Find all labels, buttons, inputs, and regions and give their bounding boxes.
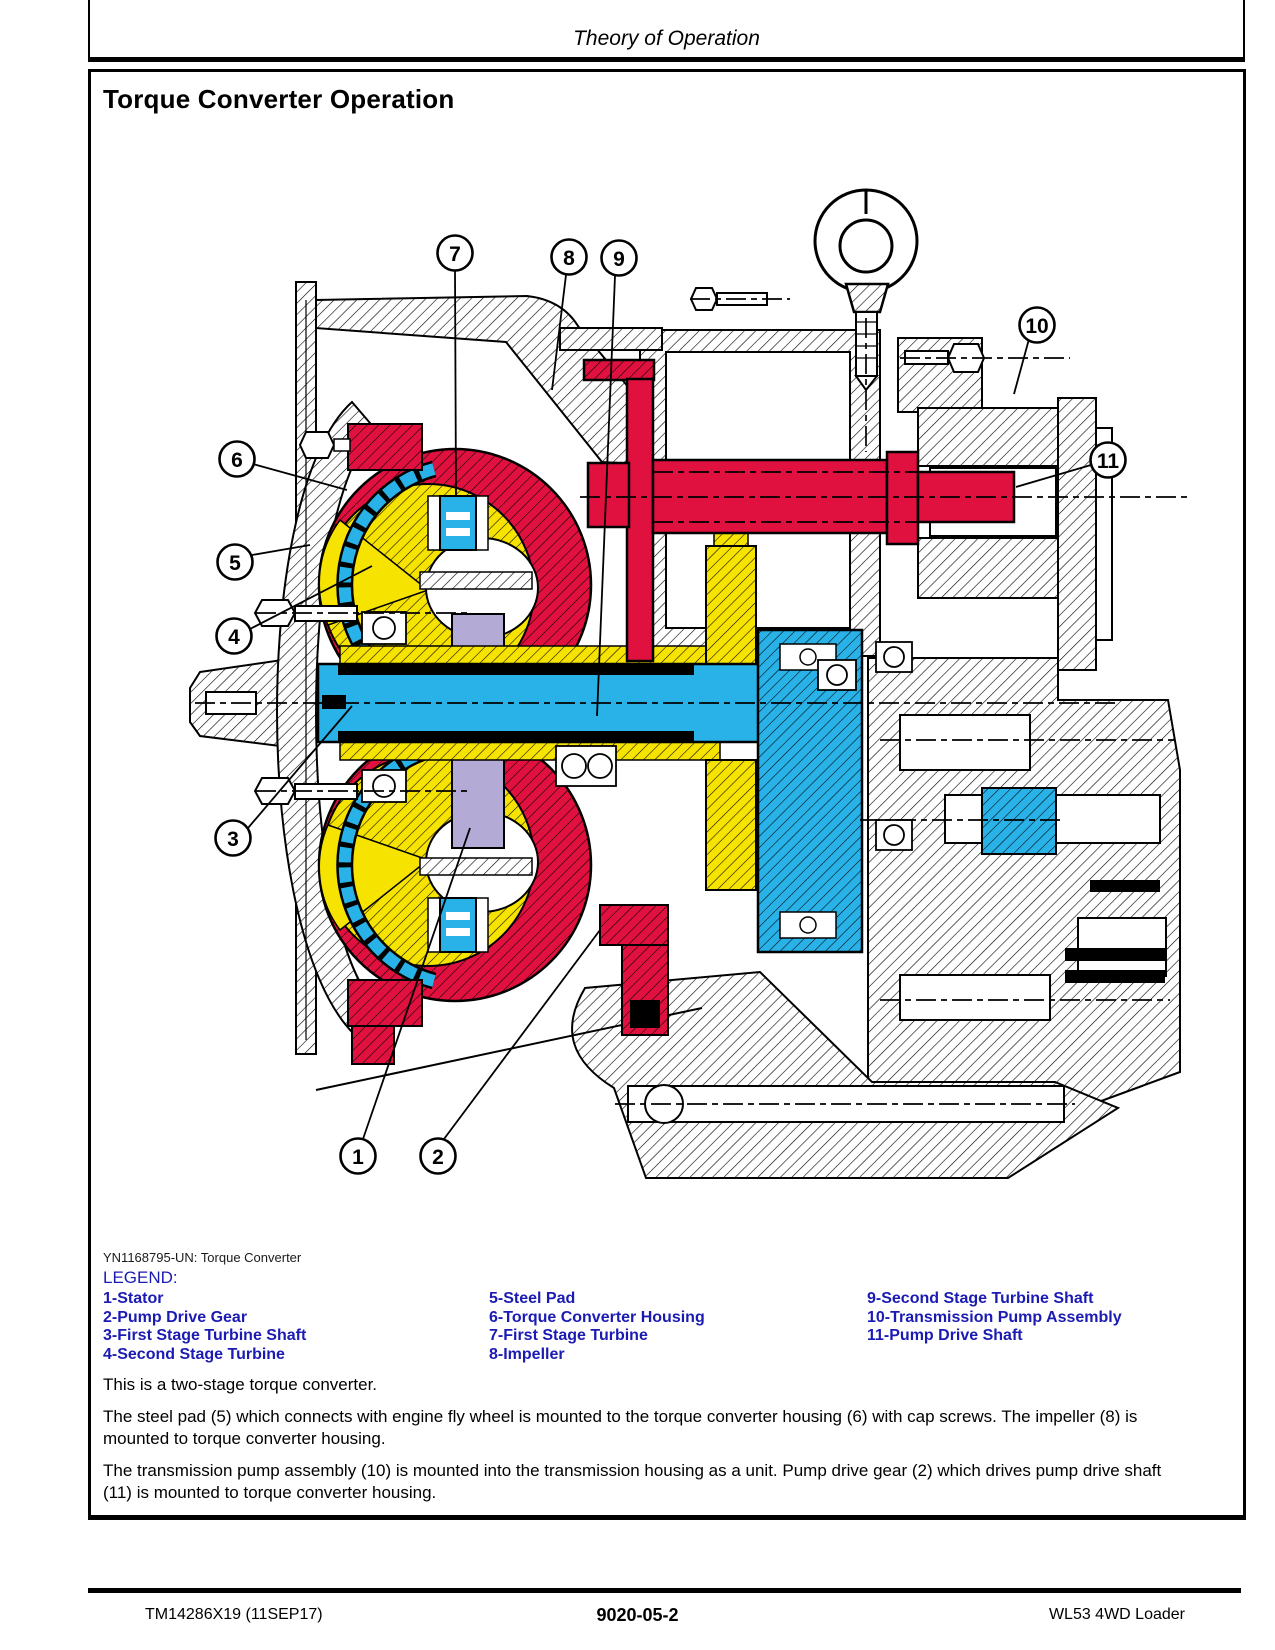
svg-text:5: 5	[229, 552, 241, 575]
footer-divider	[88, 1588, 1241, 1593]
legend-item: 9-Second Stage Turbine Shaft	[867, 1290, 1094, 1307]
legend-item: 4-Second Stage Turbine	[103, 1345, 285, 1363]
turbine-hub-parts	[339, 527, 757, 891]
footer-document-number: TM14286X19 (11SEP17)	[145, 1606, 323, 1623]
legend-item: 7-First Stage Turbine	[489, 1327, 648, 1345]
callout-1: 1	[339, 1137, 377, 1175]
legend-item: 10-Transmission Pump Assembly	[867, 1308, 1122, 1326]
legend-item: 3-First Stage Turbine Shaft	[103, 1327, 307, 1345]
paragraph-3: The transmission pump assembly (10) is m…	[103, 1460, 1162, 1503]
callout-11: 11	[1089, 441, 1127, 479]
callouts: 1 2 3 4 5 6 7 8 9 10 11	[214, 234, 1127, 1175]
legend-column-3: 9-Second Stage Turbine Shaft 10-Transmis…	[867, 1290, 1183, 1364]
bearings	[361, 611, 913, 851]
legend-heading: LEGEND:	[103, 1268, 178, 1287]
svg-text:7: 7	[449, 243, 461, 266]
legend-column-2: 5-Steel Pad 6-Torque Converter Housing 7…	[489, 1290, 867, 1364]
page-header-title: Theory of Operation	[573, 27, 760, 50]
legend-item: 11-Pump Drive Shaft	[867, 1327, 1023, 1345]
callout-3: 3	[214, 819, 252, 857]
callout-5: 5	[216, 543, 254, 581]
legend-item: 1-Stator	[103, 1290, 164, 1307]
legend-column-1: 1-Stator 2-Pump Drive Gear 3-First Stage…	[103, 1290, 489, 1364]
body-text: This is a two-stage torque converter. Th…	[103, 1374, 1178, 1514]
paragraph-2: The steel pad (5) which connects with en…	[103, 1406, 1138, 1449]
svg-text:2: 2	[432, 1146, 444, 1169]
callout-9: 9	[600, 239, 638, 277]
paragraph-1: This is a two-stage torque converter.	[103, 1375, 378, 1394]
svg-text:3: 3	[227, 828, 239, 851]
svg-text:11: 11	[1097, 450, 1120, 473]
section-title: Torque Converter Operation	[103, 84, 455, 114]
callout-6: 6	[218, 440, 256, 478]
legend-item: 2-Pump Drive Gear	[103, 1308, 248, 1326]
callout-8: 8	[550, 238, 588, 276]
impeller-lower	[317, 727, 593, 1065]
svg-text:9: 9	[613, 248, 625, 271]
content-box	[88, 69, 1246, 1520]
leader-lines	[247, 270, 1092, 1140]
legend-item: 5-Steel Pad	[489, 1290, 576, 1307]
footer-page-number: 9020-05-2	[596, 1605, 679, 1625]
svg-text:4: 4	[228, 626, 240, 649]
svg-text:10: 10	[1025, 315, 1048, 338]
torque-converter-diagram: 1 2 3 4 5 6 7 8 9 10 11	[189, 188, 1190, 1179]
callout-4: 4	[215, 617, 253, 655]
pump-drive-gear	[599, 904, 669, 1036]
callout-7: 7	[436, 234, 474, 272]
svg-text:6: 6	[231, 449, 243, 472]
lifting-eye-bolt	[813, 188, 919, 392]
legend: 1-Stator 2-Pump Drive Gear 3-First Stage…	[103, 1290, 1183, 1364]
figure-caption: YN1168795-UN: Torque Converter	[103, 1250, 302, 1265]
callout-10: 10	[1018, 306, 1056, 344]
clutch-pack-bars	[1065, 880, 1165, 983]
page-header: Theory of Operation	[88, 0, 1245, 62]
footer-model-name: WL53 4WD Loader	[1048, 1606, 1185, 1623]
legend-item: 8-Impeller	[489, 1345, 565, 1363]
svg-text:1: 1	[352, 1146, 364, 1169]
callout-2: 2	[419, 1137, 457, 1175]
svg-text:8: 8	[563, 247, 575, 270]
legend-item: 6-Torque Converter Housing	[489, 1308, 705, 1326]
centerlines	[195, 298, 1190, 1105]
